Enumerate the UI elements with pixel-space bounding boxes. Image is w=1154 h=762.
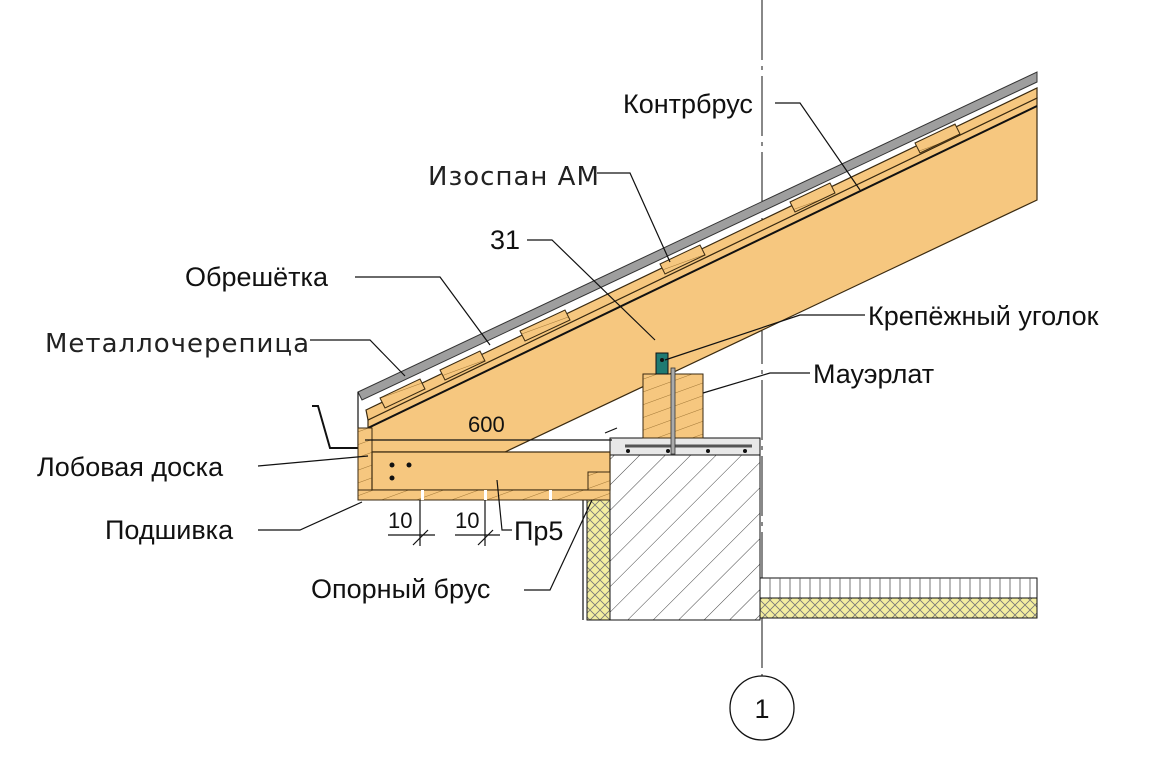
label-item-31: 31 [490, 225, 520, 255]
label-pr5: Пр5 [514, 516, 563, 546]
gap-dimension-2: 10 [455, 508, 479, 533]
lookout-beam [371, 451, 611, 491]
fascia-board [357, 427, 373, 501]
label-bracket: Крепёжный уголок [868, 301, 1099, 331]
axis-marker-circle [729, 675, 795, 741]
label-fascia: Лобовая доска [37, 452, 224, 482]
wall-insulation [586, 499, 611, 621]
overhang-dimension: 600 [468, 412, 505, 437]
gutter-hook [312, 405, 358, 449]
floor-strip [759, 577, 1038, 599]
label-metal-tile: Металлочерепица [45, 329, 310, 359]
anchor-bolt [670, 367, 676, 455]
label-izospan: Изоспан АМ [428, 162, 600, 192]
metal-tile [357, 71, 1038, 401]
gap-dimension-1: 10 [388, 508, 412, 533]
label-battens: Обрешётка [185, 262, 329, 292]
label-mauerlat: Мауэрлат [813, 359, 934, 389]
label-counter-batten: Контрбрус [623, 89, 753, 119]
label-soffit: Подшивка [105, 515, 234, 545]
axis-marker-label: 1 [754, 694, 769, 724]
label-support-beam: Опорный брус [311, 574, 490, 604]
battens [379, 123, 961, 409]
masonry-wall [609, 454, 761, 621]
leader-lines [257, 102, 865, 591]
floor-insulation [759, 597, 1038, 619]
fastening-bracket [655, 352, 669, 375]
izospan-membrane [367, 105, 1038, 429]
